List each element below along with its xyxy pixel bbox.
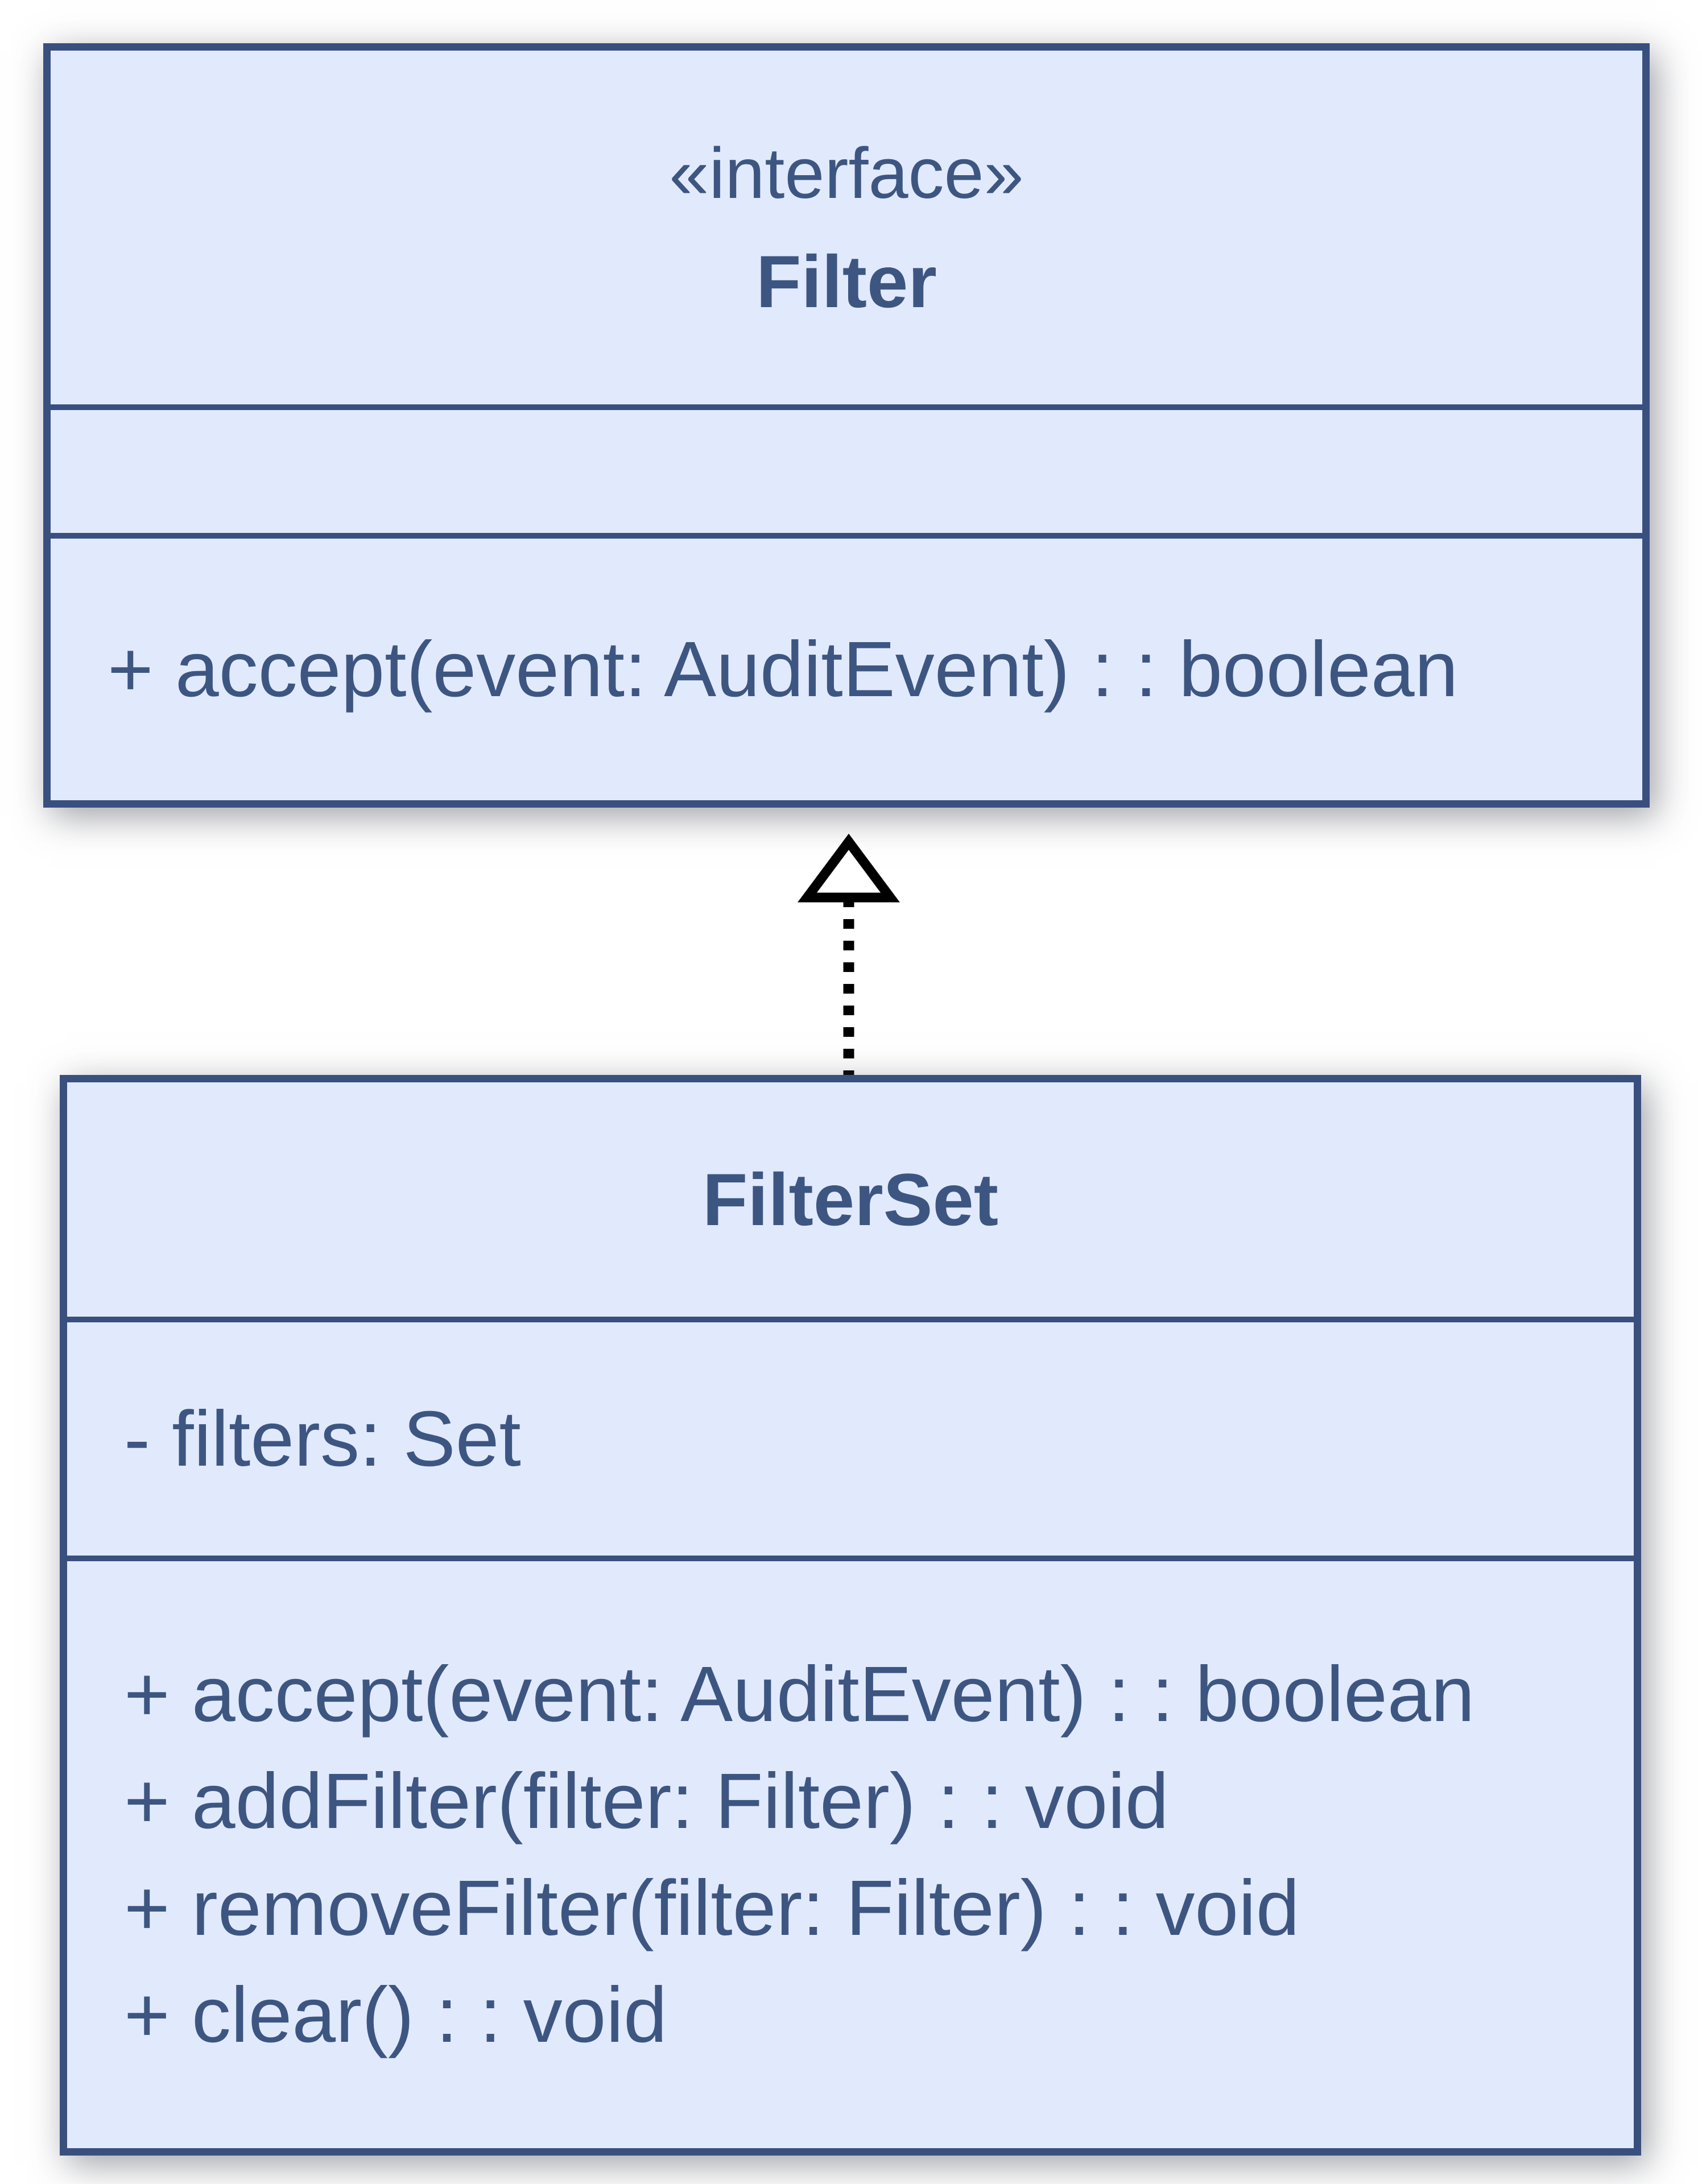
filterset-title-compartment: FilterSet <box>67 1082 1634 1317</box>
hollow-triangle-arrowhead-icon <box>798 833 900 903</box>
interface-stereotype: «interface» <box>669 133 1024 213</box>
filterset-methods-compartment: + accept(event: AuditEvent) : : boolean … <box>67 1556 1634 2148</box>
filter-methods-compartment: + accept(event: AuditEvent) : : boolean <box>51 533 1642 800</box>
realization-arrow <box>798 833 900 1075</box>
class-name: FilterSet <box>702 1158 999 1241</box>
method-add-filter: + addFilter(filter: Filter) : : void <box>124 1757 1169 1845</box>
filter-attributes-compartment-empty <box>51 404 1642 533</box>
uml-class-filterset: FilterSet - filters: Set + accept(event:… <box>60 1075 1641 2156</box>
filterset-attributes-compartment: - filters: Set <box>67 1317 1634 1556</box>
attribute-filters: - filters: Set <box>124 1395 521 1483</box>
uml-interface-filter: «interface» Filter + accept(event: Audit… <box>43 43 1650 808</box>
method-accept: + accept(event: AuditEvent) : : boolean <box>124 1651 1475 1738</box>
method-accept: + accept(event: AuditEvent) : : boolean <box>108 626 1459 713</box>
interface-name: Filter <box>756 240 937 323</box>
method-clear: + clear() : : void <box>124 1971 667 2059</box>
method-remove-filter: + removeFilter(filter: Filter) : : void <box>124 1864 1300 1952</box>
filter-title-compartment: «interface» Filter <box>51 51 1642 404</box>
